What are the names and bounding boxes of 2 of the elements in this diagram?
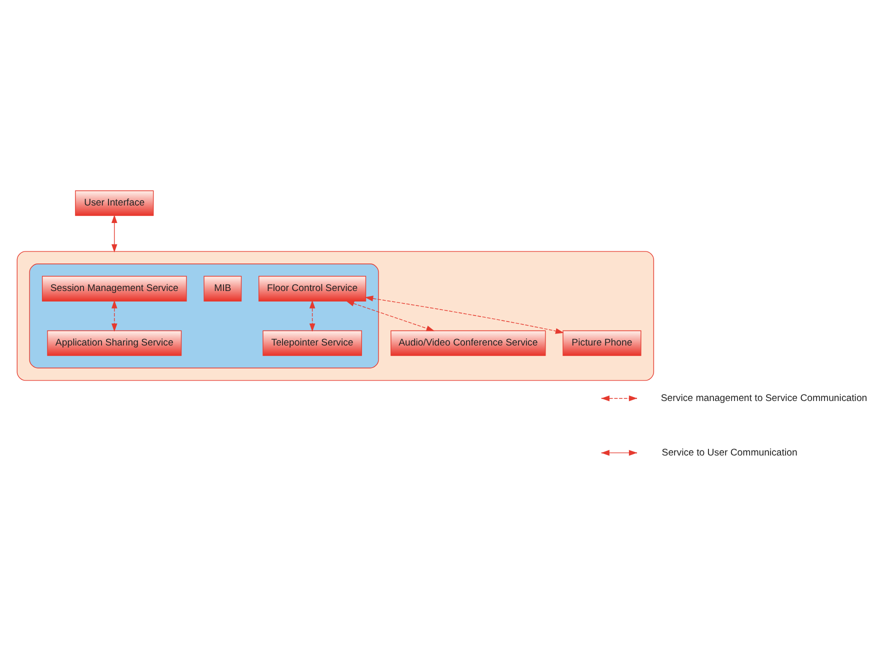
legend-label: Service management to Service Communication <box>660 392 868 404</box>
legend-label: Service to User Communication <box>662 446 798 458</box>
